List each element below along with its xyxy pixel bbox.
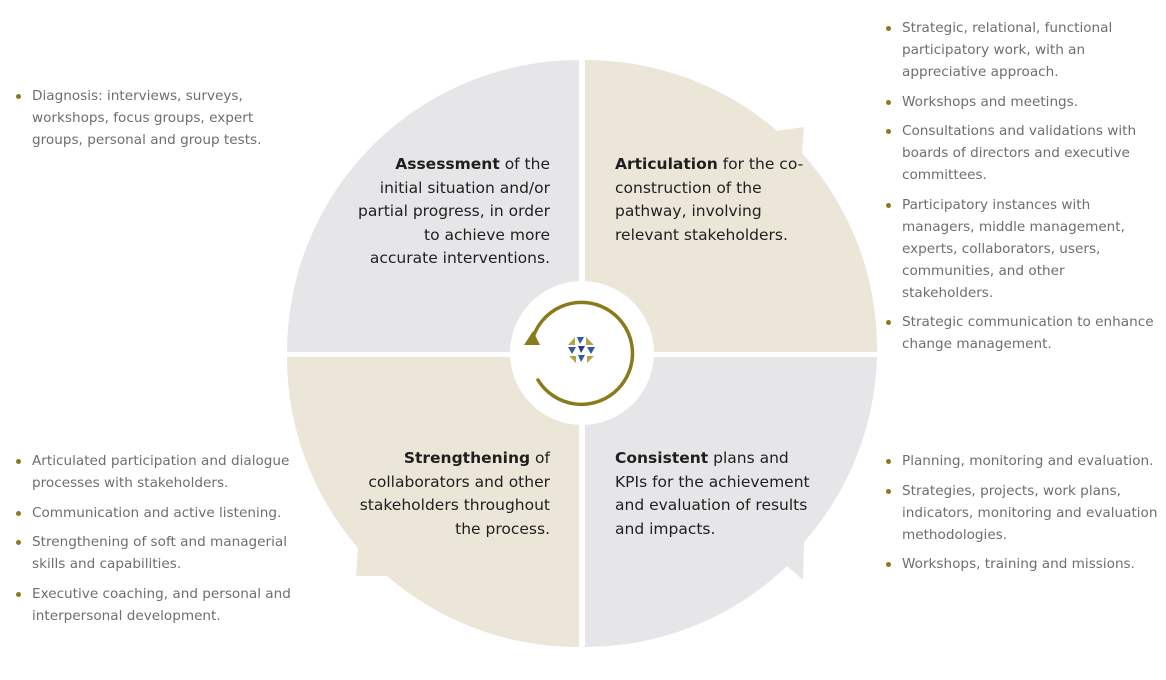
list-item: Participatory instances with managers, m… bbox=[880, 194, 1160, 304]
quadrant-articulation-text: Articulation for the co-construction of … bbox=[615, 153, 805, 247]
quadrant-strengthening-shape bbox=[286, 357, 579, 648]
consistent-title: Consistent bbox=[615, 449, 709, 467]
cycle-arrow-icon bbox=[524, 300, 635, 407]
bullet-text: Strengthening of soft and managerial ski… bbox=[32, 534, 288, 572]
articulation-bullet-list: Strategic, relational, functional partic… bbox=[880, 17, 1160, 363]
bullet-text: Articulated participation and dialogue p… bbox=[32, 453, 290, 491]
list-item: Executive coaching, and personal and int… bbox=[10, 583, 310, 627]
bullet-dot-icon bbox=[16, 459, 21, 464]
quadrant-strengthening-text: Strengthening of collaborators and other… bbox=[345, 447, 550, 541]
bullet-text: Workshops and meetings. bbox=[902, 93, 1079, 110]
assessment-description: of the initial situation and/or partial … bbox=[358, 155, 550, 267]
bullet-dot-icon bbox=[886, 99, 891, 105]
quadrant-assessment-text: Assessment of the initial situation and/… bbox=[352, 153, 550, 271]
list-item: Workshops, training and missions. bbox=[880, 553, 1162, 575]
bullet-text: Strategies, projects, work plans, indica… bbox=[902, 482, 1158, 543]
list-item: Diagnosis: interviews, surveys, workshop… bbox=[10, 85, 290, 151]
list-item: Workshops and meetings. bbox=[880, 91, 1160, 113]
bullet-dot-icon bbox=[886, 320, 891, 325]
articulation-description: for the co-construction of the pathway, … bbox=[615, 155, 804, 244]
bullet-text: Strategic, relational, functional partic… bbox=[902, 20, 1113, 80]
bullet-text: Consultations and validations with board… bbox=[902, 123, 1137, 183]
strengthening-title: Strengthening bbox=[403, 449, 531, 467]
quadrant-consistent-text: Consistent plans and KPIs for the achiev… bbox=[615, 447, 820, 541]
bullet-dot-icon bbox=[886, 129, 891, 134]
bullet-dot-icon bbox=[16, 94, 21, 99]
list-item: Consultations and validations with board… bbox=[880, 120, 1160, 186]
bullet-dot-icon bbox=[16, 540, 21, 545]
bullet-dot-icon bbox=[886, 562, 891, 567]
list-item: Planning, monitoring and evaluation. bbox=[880, 450, 1162, 472]
bullet-text: Communication and active listening. bbox=[32, 504, 282, 521]
articulation-title: Articulation bbox=[615, 155, 718, 173]
list-item: Articulated participation and dialogue p… bbox=[10, 450, 310, 494]
bullet-dot-icon bbox=[16, 591, 21, 597]
strengthening-description: of collaborators and other stakeholders … bbox=[359, 449, 550, 538]
bullet-text: Diagnosis: interviews, surveys, workshop… bbox=[32, 88, 262, 148]
consistent-description: plans and KPIs for the achievement and e… bbox=[615, 449, 810, 538]
quadrant-assessment-shape bbox=[287, 60, 579, 352]
list-item: Strategies, projects, work plans, indica… bbox=[880, 480, 1162, 546]
bullet-dot-icon bbox=[886, 26, 891, 31]
assessment-title: Assessment bbox=[395, 155, 500, 173]
assessment-bullet-list: Diagnosis: interviews, surveys, workshop… bbox=[10, 85, 290, 159]
list-item: Strategic communication to enhance chang… bbox=[880, 311, 1160, 355]
bullet-text: Workshops, training and missions. bbox=[902, 556, 1135, 572]
logo-icon bbox=[568, 337, 595, 363]
consistent-bullet-list: Planning, monitoring and evaluation. Str… bbox=[880, 450, 1162, 583]
bullet-dot-icon bbox=[886, 459, 891, 464]
list-item: Strategic, relational, functional partic… bbox=[880, 17, 1160, 83]
list-item: Strengthening of soft and managerial ski… bbox=[10, 531, 310, 575]
bullet-text: Planning, monitoring and evaluation. bbox=[902, 453, 1154, 469]
bullet-text: Strategic communication to enhance chang… bbox=[902, 314, 1154, 352]
strengthening-bullet-list: Articulated participation and dialogue p… bbox=[10, 450, 310, 634]
bullet-text: Executive coaching, and personal and int… bbox=[32, 585, 291, 624]
bullet-dot-icon bbox=[886, 202, 891, 208]
list-item: Communication and active listening. bbox=[10, 502, 310, 524]
bullet-text: Participatory instances with managers, m… bbox=[902, 196, 1125, 301]
bullet-dot-icon bbox=[16, 510, 21, 516]
quadrant-articulation-shape bbox=[585, 59, 878, 352]
quadrant-consistent-shape bbox=[585, 357, 877, 648]
bullet-dot-icon bbox=[886, 488, 891, 494]
